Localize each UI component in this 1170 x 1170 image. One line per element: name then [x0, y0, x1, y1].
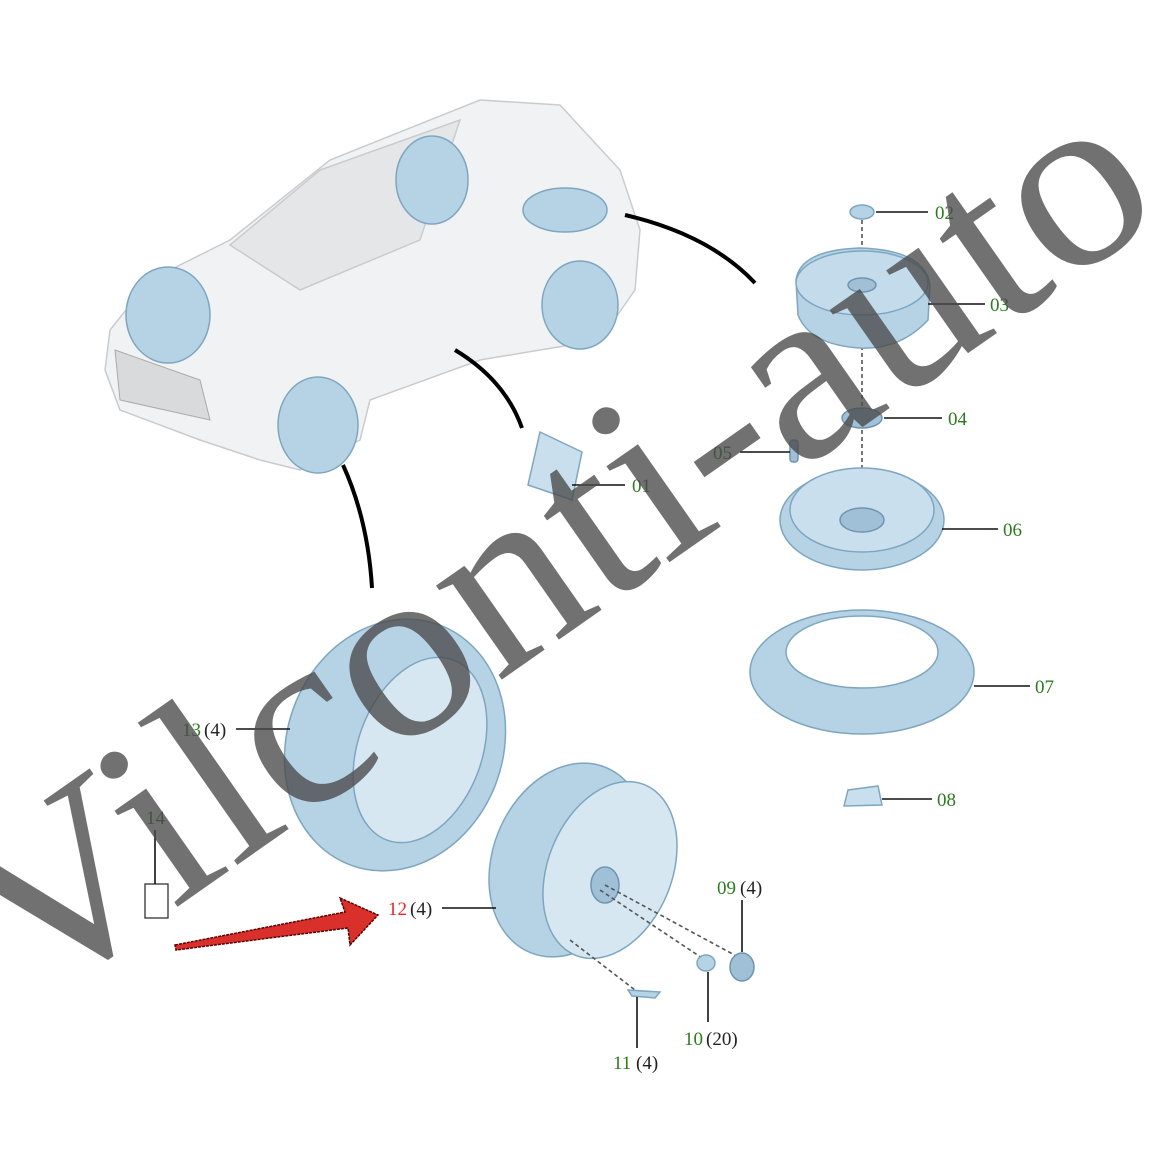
part-03[interactable]: 03 — [795, 247, 1009, 349]
part-10[interactable]: 10 (20) — [684, 954, 738, 1050]
part-07[interactable]: 07 — [749, 609, 1054, 735]
callout-qty: (4) — [410, 899, 432, 920]
vehicle-illustration — [104, 99, 757, 589]
callout-qty: (20) — [706, 1029, 738, 1050]
callout-number: 13 — [182, 720, 201, 741]
part-05[interactable]: 05 — [713, 439, 799, 464]
callout-qty: (4) — [204, 720, 226, 741]
callout-number: 12 — [388, 899, 407, 920]
part-11[interactable]: 11 (4) — [613, 989, 662, 1074]
callout-number: 09 — [717, 878, 736, 899]
highlight-arrow — [174, 896, 380, 951]
callout-number: 06 — [1003, 520, 1022, 541]
callout-number: 07 — [1035, 677, 1054, 698]
callout-number: 10 — [684, 1029, 703, 1050]
callout-qty: (4) — [740, 878, 762, 899]
part-12[interactable]: 12 (4) — [388, 739, 741, 991]
part-02[interactable]: 02 — [849, 203, 954, 224]
callout-number: 11 — [613, 1053, 631, 1074]
part-01[interactable]: 01 — [527, 430, 651, 501]
part-06[interactable]: 06 — [779, 467, 1022, 571]
part-08[interactable]: 08 — [843, 785, 956, 811]
part-13[interactable]: 13 (4) — [182, 588, 540, 902]
callout-number: 08 — [937, 790, 956, 811]
callout-qty: (4) — [636, 1053, 658, 1074]
part-14[interactable]: 14 — [144, 808, 169, 919]
callout-number: 03 — [990, 295, 1009, 316]
part-04[interactable]: 04 — [841, 407, 968, 430]
callout-number: 04 — [948, 409, 968, 430]
part-09[interactable]: 09 (4) — [717, 878, 762, 982]
callout-number: 01 — [632, 476, 651, 497]
callout-number: 02 — [935, 203, 954, 224]
callout-number: 14 — [146, 808, 166, 829]
callout-number: 05 — [713, 443, 732, 464]
